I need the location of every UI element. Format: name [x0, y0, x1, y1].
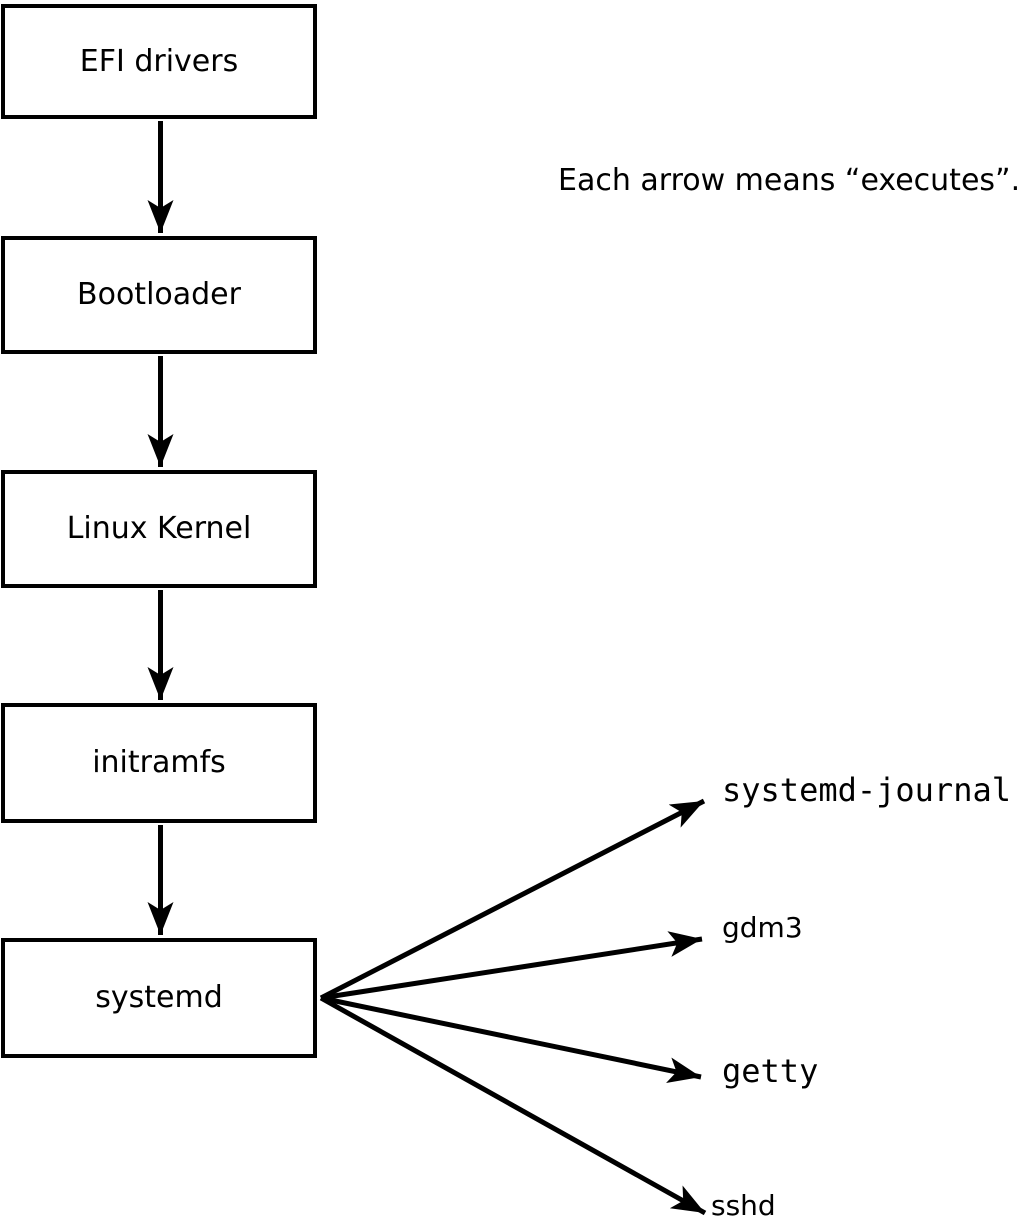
- process-label-systemd-journal: systemd-journal: [722, 771, 1011, 809]
- arrow-systemd-to-getty: [320, 995, 702, 1084]
- node-linux-kernel-label: Linux Kernel: [66, 511, 252, 546]
- node-systemd-label: systemd: [95, 980, 223, 1015]
- legend-annotation: Each arrow means “executes”.: [558, 163, 1021, 198]
- arrow-systemd-to-gdm3: [320, 931, 703, 1001]
- node-bootloader-label: Bootloader: [77, 277, 241, 312]
- node-initramfs: initramfs: [1, 703, 317, 823]
- process-label-sshd: sshd: [711, 1189, 776, 1222]
- node-initramfs-label: initramfs: [92, 745, 226, 780]
- node-efi-drivers: EFI drivers: [1, 4, 317, 119]
- arrow-systemd-to-sshd: [319, 995, 707, 1216]
- node-systemd: systemd: [1, 938, 317, 1058]
- node-linux-kernel: Linux Kernel: [1, 470, 317, 588]
- node-bootloader: Bootloader: [1, 236, 317, 354]
- arrow-systemd-to-journal: [319, 798, 706, 1001]
- process-label-getty: getty: [722, 1052, 819, 1090]
- node-efi-drivers-label: EFI drivers: [79, 43, 239, 79]
- process-label-gdm3: gdm3: [722, 911, 803, 944]
